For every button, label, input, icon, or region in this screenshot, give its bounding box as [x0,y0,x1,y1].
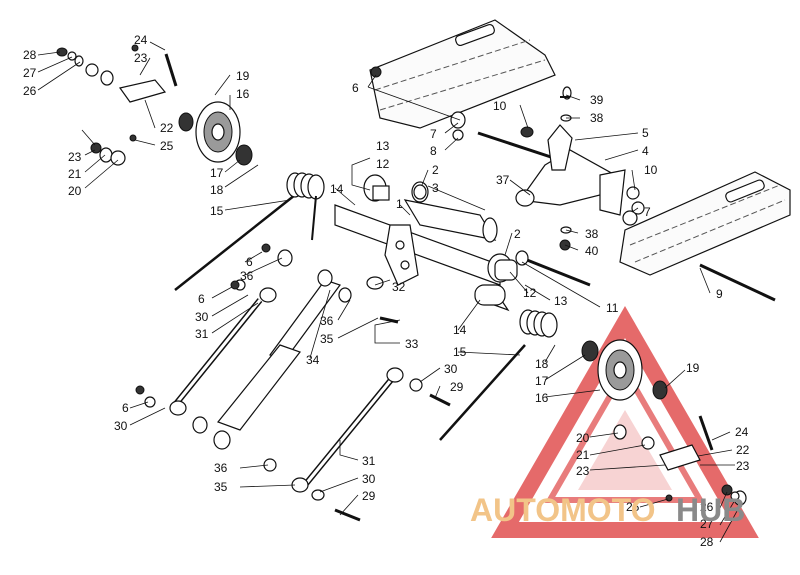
label-25: 25 [626,500,640,514]
label-37: 37 [496,173,510,187]
label-2: 2 [432,163,439,177]
label-18: 18 [535,357,549,371]
label-10: 10 [644,163,658,177]
label-23: 23 [736,459,750,473]
label-30: 30 [114,419,128,433]
label-13: 13 [376,139,390,153]
label-23: 23 [68,150,82,164]
bushings [370,66,645,306]
right-spring [519,309,558,338]
label-40: 40 [585,244,599,258]
label-26: 26 [700,500,714,514]
label-17: 17 [535,374,549,388]
label-29: 29 [362,489,376,503]
label-26: 26 [23,84,37,98]
label-23: 23 [576,464,590,478]
label-14: 14 [330,182,344,196]
label-22: 22 [736,443,750,457]
label-20: 20 [68,184,82,198]
label-22: 22 [160,121,174,135]
label-19: 19 [236,69,250,83]
label-28: 28 [700,535,714,549]
label-30: 30 [444,362,458,376]
label-4: 4 [642,144,649,158]
rods [164,53,776,451]
label-35: 35 [320,332,334,346]
shock-absorber [213,269,352,450]
label-9: 9 [716,287,723,301]
label-12: 12 [376,157,390,171]
label-7: 7 [430,127,437,141]
label-1: 1 [396,197,403,211]
label-28: 28 [23,48,37,62]
upper-rail [369,19,556,129]
label-33: 33 [405,337,419,351]
left-spring [286,172,325,241]
label-13: 13 [554,294,568,308]
label-7: 7 [644,205,651,219]
right-idler-wheel [581,339,668,401]
label-29: 29 [450,380,464,394]
watermark-text-a: AUTOMOTO [470,492,655,528]
label-27: 27 [700,517,714,531]
label-10: 10 [493,99,507,113]
watermark-text: AUTOMOTO HUB [470,492,745,528]
label-34: 34 [306,353,320,367]
label-27: 27 [23,66,37,80]
label-36: 36 [320,314,334,328]
label-16: 16 [236,87,250,101]
label-20: 20 [576,431,590,445]
label-32: 32 [392,280,406,294]
label-16: 16 [535,391,549,405]
watermark-triangle [491,305,759,538]
label-21: 21 [68,167,82,181]
label-38: 38 [590,111,604,125]
label-36: 36 [240,269,254,283]
label-3: 3 [432,181,439,195]
left-axle-bracket [90,70,167,166]
label-6: 6 [198,292,205,306]
label-25: 25 [160,139,174,153]
rear-arm-bracket [515,124,638,226]
label-30: 30 [362,472,376,486]
label-17: 17 [210,166,224,180]
front-links [144,249,293,434]
label-2: 2 [514,227,521,241]
label-30: 30 [195,310,209,324]
label-6: 6 [246,255,253,269]
label-18: 18 [210,183,224,197]
label-24: 24 [735,425,749,439]
rear-links [263,96,570,522]
label-15: 15 [210,204,224,218]
label-38: 38 [585,227,599,241]
label-36: 36 [214,461,228,475]
watermark-text-b: HUB [676,492,745,528]
label-6: 6 [352,81,359,95]
label-21: 21 [576,448,590,462]
label-31: 31 [362,454,376,468]
label-23: 23 [134,51,148,65]
label-14: 14 [453,323,467,337]
part-labels: 28 27 26 24 23 19 16 22 25 23 21 20 17 1… [23,33,750,549]
left-idler-wheel [178,101,253,166]
leader-lines [37,41,743,543]
label-31: 31 [195,327,209,341]
fasteners [56,44,740,502]
lower-rail [619,171,791,276]
label-8: 8 [430,144,437,158]
label-5: 5 [642,126,649,140]
label-24: 24 [134,33,148,47]
label-12: 12 [523,286,537,300]
label-39: 39 [590,93,604,107]
label-6: 6 [122,401,129,415]
label-15: 15 [453,345,467,359]
label-19: 19 [686,361,700,375]
label-11: 11 [606,301,619,315]
label-35: 35 [214,480,228,494]
